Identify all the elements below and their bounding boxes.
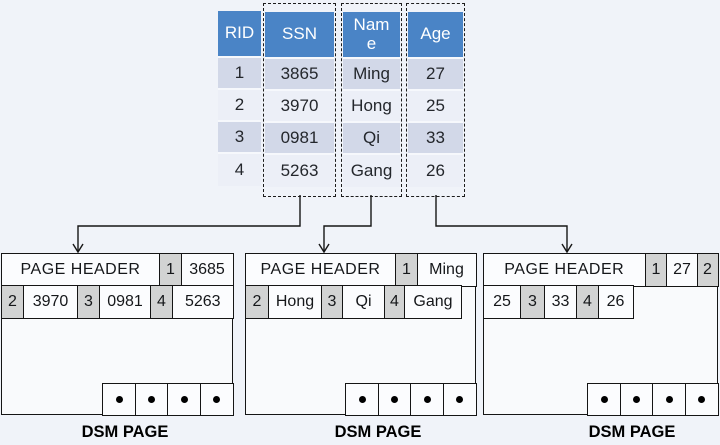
header-label: RID [224,23,255,43]
value-cell: 25 [482,285,522,319]
dsm-page-name: PAGE HEADER 1 Ming 2 Hong 3 Qi 4 Gang [244,252,477,416]
slot-dot-icon [410,382,444,416]
value-cell: Hong [268,285,322,319]
arrow-name-head [318,243,330,254]
rid-slot-cell: 2 [244,285,270,319]
slot-dot-icon [619,382,654,416]
record-slots [345,382,477,416]
page-row: PAGE HEADER 1 3685 [0,252,234,287]
table-cell: Qi [343,123,400,155]
rid-slot-cell: 1 [395,252,418,287]
arrow-age-head [561,243,573,254]
table-header-cell: Name [343,12,400,59]
table-cell: 3865 [265,59,334,91]
table-column-rid: RID 1 2 3 4 [218,11,261,186]
header-label: Name [353,14,390,53]
dsm-page-ssn: PAGE HEADER 1 3685 2 3970 3 0981 4 5263 [0,252,234,416]
value-cell: 3685 [180,252,234,287]
table-column-age: Age 27 25 33 26 [408,12,463,187]
value-cell: 3970 [23,285,78,319]
slot-dot-icon [345,382,379,416]
rid-slot-cell: 1 [159,252,182,287]
value-cell: 33 [543,285,578,319]
slot-dot-icon [102,382,136,416]
rid-slot-cell: 2 [0,285,25,319]
page-row: 2 Hong 3 Qi 4 Gang [244,285,467,319]
arrow-ssn-line [77,195,301,251]
table-cell: 0981 [265,123,334,155]
rid-slot-cell: 4 [149,285,174,319]
slot-dot-icon [134,382,169,416]
rid-slot-cell: 3 [76,285,101,319]
dsm-page-label: DSM PAGE [334,423,422,441]
slot-dot-icon [684,382,719,416]
value-cell: 26 [597,285,634,319]
table-column-name: Name Ming Hong Qi Gang [343,12,400,187]
table-cell: 25 [408,91,463,123]
table-cell: Hong [343,91,400,123]
record-slots [102,382,234,416]
arrow-name-line [323,195,372,251]
page-row: PAGE HEADER 1 27 2 [482,252,719,287]
table-cell: 5263 [265,155,334,187]
page-header-cell: PAGE HEADER [482,252,646,287]
table-cell: 27 [408,59,463,91]
page-row: 25 3 33 4 26 [482,285,640,319]
dashed-selection-name: Name Ming Hong Qi Gang [341,3,402,197]
slot-dot-icon [377,382,412,416]
arrow-ssn-head [72,243,84,254]
table-cell: 26 [408,155,463,187]
rid-slot-cell: 1 [644,252,668,287]
table-cell: 1 [218,58,261,90]
rid-slot-cell: 4 [383,285,406,319]
table-cell: 2 [218,90,261,122]
table-cell: Ming [343,59,400,91]
table-header-cell: SSN [265,12,334,59]
table-cell: 4 [218,154,261,186]
rid-slot-cell: 3 [520,285,545,319]
table-cell: 3 [218,122,261,154]
slot-dot-icon [587,382,621,416]
arrow-age-line [435,195,568,251]
table-cell: 33 [408,123,463,155]
table-column-ssn: SSN 3865 3970 0981 5263 [265,12,334,187]
dsm-page-label: DSM PAGE [588,423,676,441]
table-header-cell: RID [218,11,261,58]
value-cell: Qi [342,285,385,319]
table-header-cell: Age [408,12,463,59]
slot-dot-icon [652,382,686,416]
value-cell: 5263 [172,285,234,319]
table-cell: Gang [343,155,400,187]
header-label: SSN [282,24,317,44]
dsm-page-age: PAGE HEADER 1 27 2 25 3 33 4 26 [482,252,719,416]
value-cell: Ming [416,252,477,287]
value-cell: 27 [666,252,698,287]
page-row: 2 3970 3 0981 4 5263 [0,285,234,319]
rid-slot-cell: 2 [696,252,719,287]
header-label: Age [420,24,451,44]
slot-dot-icon [167,382,201,416]
slot-dot-icon [442,382,477,416]
page-header-cell: PAGE HEADER [244,252,397,287]
dashed-selection-ssn: SSN 3865 3970 0981 5263 [263,3,336,197]
page-header-cell: PAGE HEADER [0,252,161,287]
value-cell: Gang [404,285,462,319]
slot-dot-icon [199,382,234,416]
value-cell: 0981 [99,285,151,319]
table-cell: 3970 [265,91,334,123]
rid-slot-cell: 3 [320,285,344,319]
dsm-page-label: DSM PAGE [81,423,169,441]
rid-slot-cell: 4 [576,285,599,319]
record-slots [587,382,719,416]
page-row: PAGE HEADER 1 Ming [244,252,477,287]
dashed-selection-age: Age 27 25 33 26 [406,3,465,197]
